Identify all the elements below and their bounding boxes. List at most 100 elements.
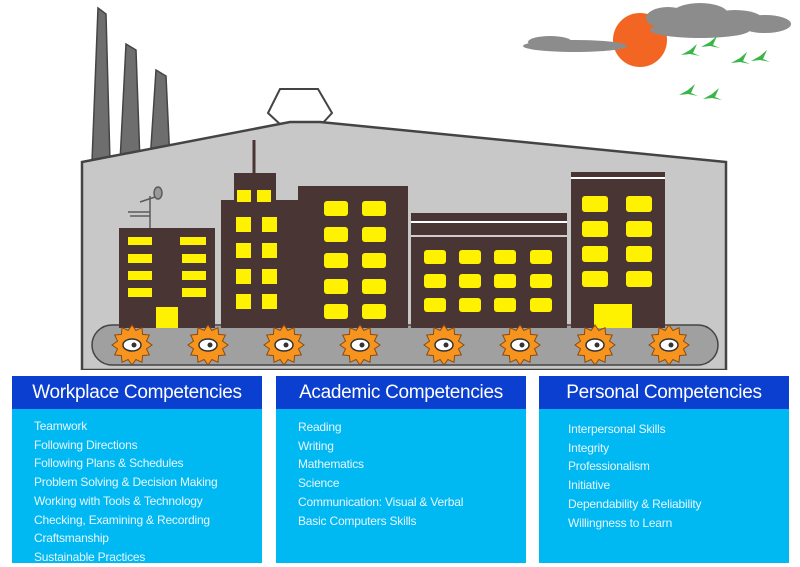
sun-icon xyxy=(613,13,667,67)
gear-icon xyxy=(648,324,690,366)
competency-list: Teamwork Following Directions Following … xyxy=(34,417,256,567)
building-window xyxy=(362,201,386,216)
building-window xyxy=(530,298,552,312)
building-window xyxy=(182,288,206,297)
birds xyxy=(679,36,770,100)
gear-icon xyxy=(574,324,616,366)
antenna-icon xyxy=(128,186,163,228)
bird-icon xyxy=(703,88,722,100)
list-item: Sustainable Practices xyxy=(34,549,146,564)
gears xyxy=(111,324,690,366)
building xyxy=(298,186,408,328)
building-window xyxy=(128,254,152,263)
building-window xyxy=(626,271,652,287)
buildings xyxy=(119,140,665,328)
building-window xyxy=(324,304,348,319)
competency-list: Reading Writing Mathematics Science Comm… xyxy=(298,418,520,530)
building-window xyxy=(362,279,386,294)
building-window xyxy=(324,253,348,268)
building-window xyxy=(262,294,277,309)
list-item: Basic Computers Skills xyxy=(298,513,417,528)
panel-title: Workplace Competencies xyxy=(12,376,262,409)
building-window xyxy=(494,298,516,312)
list-item: Willingness to Learn xyxy=(568,515,673,530)
list-item: Checking, Examining & Recording xyxy=(34,512,210,527)
gear-icon xyxy=(499,324,541,366)
conveyor-belt xyxy=(91,324,719,366)
building-window xyxy=(262,217,277,232)
list-item: Communication: Visual & Verbal xyxy=(298,494,464,509)
building-window xyxy=(182,254,206,263)
building xyxy=(221,200,298,328)
building-window xyxy=(494,274,516,288)
smokestack-icon xyxy=(91,6,171,163)
list-item: Professionalism xyxy=(568,459,650,474)
building-window xyxy=(128,288,152,297)
list-item: Initiative xyxy=(568,478,611,493)
building-window xyxy=(362,304,386,319)
building-window xyxy=(530,250,552,264)
competency-list: Interpersonal Skills Integrity Professio… xyxy=(568,420,783,532)
list-item: Interpersonal Skills xyxy=(568,422,666,436)
building-window xyxy=(324,227,348,242)
list-item: Integrity xyxy=(568,440,609,455)
building-window xyxy=(582,271,608,287)
building-window xyxy=(180,237,206,245)
building-window xyxy=(128,271,152,280)
list-item: Following Plans & Schedules xyxy=(34,456,184,471)
roof-vent xyxy=(266,88,334,127)
building-window xyxy=(582,196,608,212)
building-window xyxy=(362,227,386,242)
building-window xyxy=(324,201,348,216)
cloud-icon xyxy=(523,3,791,52)
bird-icon xyxy=(751,50,770,62)
gear-icon xyxy=(263,324,305,366)
list-item: Problem Solving & Decision Making xyxy=(34,475,218,490)
building-window xyxy=(494,250,516,264)
building-window xyxy=(459,250,481,264)
list-item: Craftsmanship xyxy=(34,531,109,546)
panel-title: Personal Competencies xyxy=(539,376,789,409)
building-window xyxy=(128,237,152,245)
building-window xyxy=(626,196,652,212)
gear-icon xyxy=(187,324,229,366)
building-window xyxy=(236,243,251,258)
panel-title: Academic Competencies xyxy=(276,376,526,409)
building-window xyxy=(582,246,608,262)
building-window xyxy=(182,271,206,280)
list-item: Writing xyxy=(298,438,334,453)
factory-illustration xyxy=(80,3,791,370)
building-window xyxy=(424,274,446,288)
building-window xyxy=(257,190,271,202)
workplace-competencies-panel: Workplace Competencies Teamwork Followin… xyxy=(12,373,262,564)
building-window xyxy=(262,243,277,258)
building-window xyxy=(236,269,251,284)
bird-icon xyxy=(701,36,720,48)
building-window xyxy=(424,250,446,264)
bird-icon xyxy=(731,52,750,64)
building-window xyxy=(424,298,446,312)
list-item: Science xyxy=(298,476,340,491)
building-window xyxy=(459,298,481,312)
bird-icon xyxy=(679,84,698,96)
list-item: Mathematics xyxy=(298,457,364,472)
building-window xyxy=(459,274,481,288)
list-item: Following Directions xyxy=(34,437,138,452)
gear-icon xyxy=(111,324,153,366)
building-window xyxy=(626,246,652,262)
academic-competencies-panel: Academic Competencies Reading Writing Ma… xyxy=(276,373,526,563)
list-item: Working with Tools & Technology xyxy=(34,493,203,508)
building-window xyxy=(582,221,608,237)
list-item: Teamwork xyxy=(34,419,88,433)
building-door xyxy=(156,307,178,328)
personal-competencies-panel: Personal Competencies Interpersonal Skil… xyxy=(539,373,789,563)
building-window xyxy=(237,190,251,202)
building-door xyxy=(594,304,632,328)
building-window xyxy=(362,253,386,268)
building-window xyxy=(324,279,348,294)
building-window xyxy=(236,294,251,309)
building-window xyxy=(530,274,552,288)
gear-icon xyxy=(423,324,465,366)
building-window xyxy=(262,269,277,284)
building-window xyxy=(236,217,251,232)
